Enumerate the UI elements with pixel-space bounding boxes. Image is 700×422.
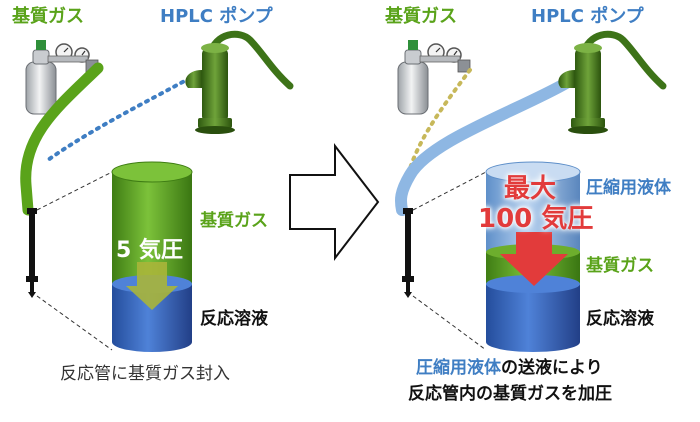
cylinder-gas-label-right: 基質ガス [586, 256, 654, 276]
reaction-tube-icon [402, 208, 414, 298]
gas-tube [20, 62, 104, 216]
gas-line-dotted [403, 68, 472, 192]
liquid-tube [395, 76, 574, 216]
zoom-line-top [412, 171, 487, 211]
pressure-label-left: 5 気圧 [116, 238, 183, 263]
hand-pump-icon [185, 30, 294, 134]
transition-arrow-icon [289, 143, 380, 261]
zoom-line-top [36, 171, 113, 211]
caption-left: 反応管に基質ガス封入 [60, 364, 230, 384]
pump-line-dotted [46, 76, 192, 162]
reaction-cylinder-left [111, 161, 193, 352]
compressed-liquid-label: 圧縮用液体 [586, 178, 671, 198]
max-label: 最大 [504, 174, 557, 204]
zoom-line-bottom [412, 295, 487, 351]
gas-label-right: 基質ガス [385, 6, 457, 27]
caption-right-line2: 反応管内の基質ガスを加圧 [408, 384, 612, 404]
cylinder-gas-label-left: 基質ガス [200, 211, 268, 231]
pump-label-right: HPLC ポンプ [531, 6, 644, 27]
hand-pump-icon [558, 30, 667, 134]
gas-cylinder-icon [397, 40, 471, 115]
pump-label-left: HPLC ポンプ [160, 6, 273, 27]
pressure-arrow-down [500, 232, 568, 286]
solution-label-right: 反応溶液 [586, 309, 654, 329]
gas-label-left: 基質ガス [12, 6, 84, 27]
caption-rest: の送液により [501, 358, 603, 378]
pressure-arrow-down [126, 262, 178, 310]
caption-right-line1: 圧縮用液体の送液により [416, 360, 603, 377]
pressure-label-right: 100 気圧 [478, 204, 594, 234]
reaction-cylinder-right [485, 161, 581, 352]
reaction-tube-icon [26, 208, 38, 298]
zoom-line-bottom [36, 295, 113, 351]
solution-label-left: 反応溶液 [200, 309, 268, 329]
caption-highlight: 圧縮用液体 [416, 358, 501, 378]
